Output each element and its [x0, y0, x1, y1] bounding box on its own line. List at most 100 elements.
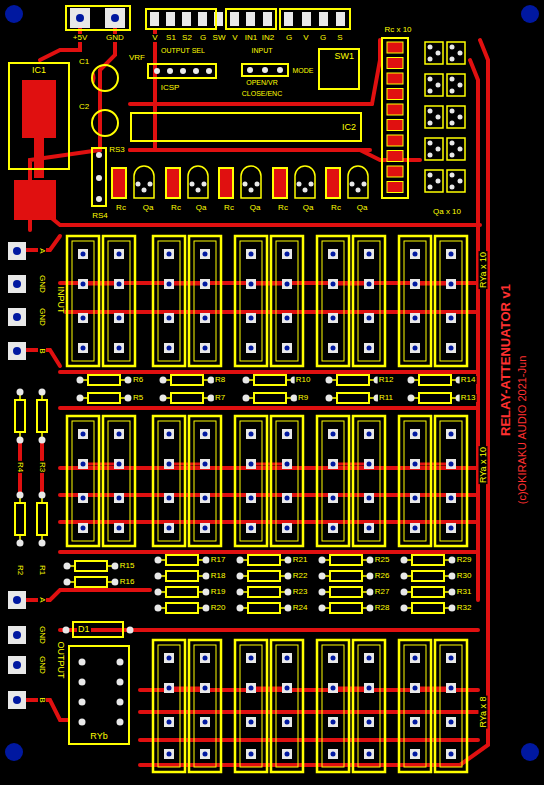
- relay-hole: [449, 752, 454, 757]
- resistor-pad: [285, 589, 292, 596]
- relay-hole: [167, 752, 172, 757]
- silkscreen-label: S1: [165, 34, 177, 42]
- relay-hole: [285, 462, 290, 467]
- qa-outline: [425, 74, 443, 96]
- resistor-pad: [160, 377, 167, 384]
- relay-hole: [413, 752, 418, 757]
- relay-outline: [404, 241, 426, 361]
- resistor-body: [248, 571, 280, 581]
- relay-pad: [164, 717, 174, 727]
- relay-pad: [364, 653, 374, 663]
- qa-outline: [425, 42, 443, 64]
- resistor-body: [412, 571, 444, 581]
- relay-pad: [364, 717, 374, 727]
- qa-pad: [450, 121, 455, 126]
- relay-outline: [271, 236, 303, 366]
- relay-hole: [449, 686, 454, 691]
- relay-pad: [200, 249, 210, 259]
- relay-pad: [200, 653, 210, 663]
- relay-pad: [282, 717, 292, 727]
- relay-outline: [194, 421, 216, 541]
- qa-outline: [348, 166, 368, 198]
- relay-pad: [328, 653, 338, 663]
- silkscreen-label: R31: [456, 588, 473, 596]
- relay-outline: [435, 640, 467, 772]
- qa-pad: [428, 45, 433, 50]
- relay-pad: [410, 523, 420, 533]
- relay-hole: [367, 656, 372, 661]
- rc-footprint: [387, 182, 403, 193]
- relay-hole: [413, 496, 418, 501]
- relay-pad: [328, 459, 338, 469]
- silkscreen-label: R25: [374, 556, 391, 564]
- qa-outline: [425, 170, 443, 192]
- silkscreen-label: R4: [16, 461, 24, 473]
- resistor-pad: [367, 589, 374, 596]
- relay-hole: [117, 462, 122, 467]
- qa-outline: [447, 42, 465, 64]
- qa-outline: [425, 106, 443, 128]
- resistor-pad: [155, 605, 162, 612]
- resistor-pad: [326, 395, 333, 402]
- relay-pad: [114, 313, 124, 323]
- relay-hole: [367, 752, 372, 757]
- qa-outline: [447, 138, 465, 160]
- part-name: IC2: [341, 123, 357, 132]
- relay-pad: [246, 313, 256, 323]
- relay-pad: [78, 313, 88, 323]
- relay-pad: [410, 429, 420, 439]
- relay-hole: [331, 432, 336, 437]
- relay-pad: [364, 683, 374, 693]
- relay-hole: [449, 316, 454, 321]
- rc-footprint: [387, 89, 403, 100]
- part-name: IC1: [31, 66, 47, 75]
- relay-pad: [328, 683, 338, 693]
- relay-pad: [446, 717, 456, 727]
- silkscreen-label: Rc: [330, 204, 342, 212]
- relay-pad: [78, 343, 88, 353]
- relay-hole: [117, 316, 122, 321]
- trace: [333, 463, 369, 466]
- relay-outline: [72, 421, 94, 541]
- resistor-pad: [77, 377, 84, 384]
- silkscreen-label: R14: [460, 376, 477, 384]
- relay-outline: [358, 421, 380, 541]
- relay-hole: [285, 686, 290, 691]
- relay-pad: [410, 749, 420, 759]
- relay-hole: [331, 720, 336, 725]
- qa-outline: [241, 166, 261, 198]
- relay-pad: [328, 429, 338, 439]
- rc-footprint: [387, 135, 403, 146]
- silkscreen-label: C1: [78, 58, 90, 66]
- relay-hole: [413, 282, 418, 287]
- relay-outline: [194, 645, 216, 767]
- relay-hole: [203, 686, 208, 691]
- relay-outline: [317, 640, 349, 772]
- qa-pad: [436, 179, 441, 184]
- qa-pad: [309, 182, 314, 187]
- relay-hole: [249, 752, 254, 757]
- silkscreen-label: SW: [212, 34, 227, 42]
- relay-outline: [440, 241, 462, 361]
- relay-hole: [81, 432, 86, 437]
- relay-hole: [203, 656, 208, 661]
- relay-outline: [153, 416, 185, 546]
- resistor-body: [254, 375, 286, 385]
- rc-footprint: [387, 73, 403, 84]
- relay-hole: [249, 282, 254, 287]
- relay-hole: [203, 720, 208, 725]
- resistor-body: [248, 603, 280, 613]
- relay-hole: [167, 432, 172, 437]
- relay-outline: [399, 640, 431, 772]
- relay-pad: [364, 343, 374, 353]
- trace: [415, 687, 451, 690]
- silkscreen-label: R10: [295, 376, 312, 384]
- relay-pad: [282, 749, 292, 759]
- relay-hole: [413, 686, 418, 691]
- relay-pad: [282, 653, 292, 663]
- resistor-pad: [155, 589, 162, 596]
- relay-hole: [249, 432, 254, 437]
- relay-pad: [446, 749, 456, 759]
- silkscreen-label: RYa x 10: [479, 446, 488, 484]
- silkscreen-label: GND: [38, 655, 46, 675]
